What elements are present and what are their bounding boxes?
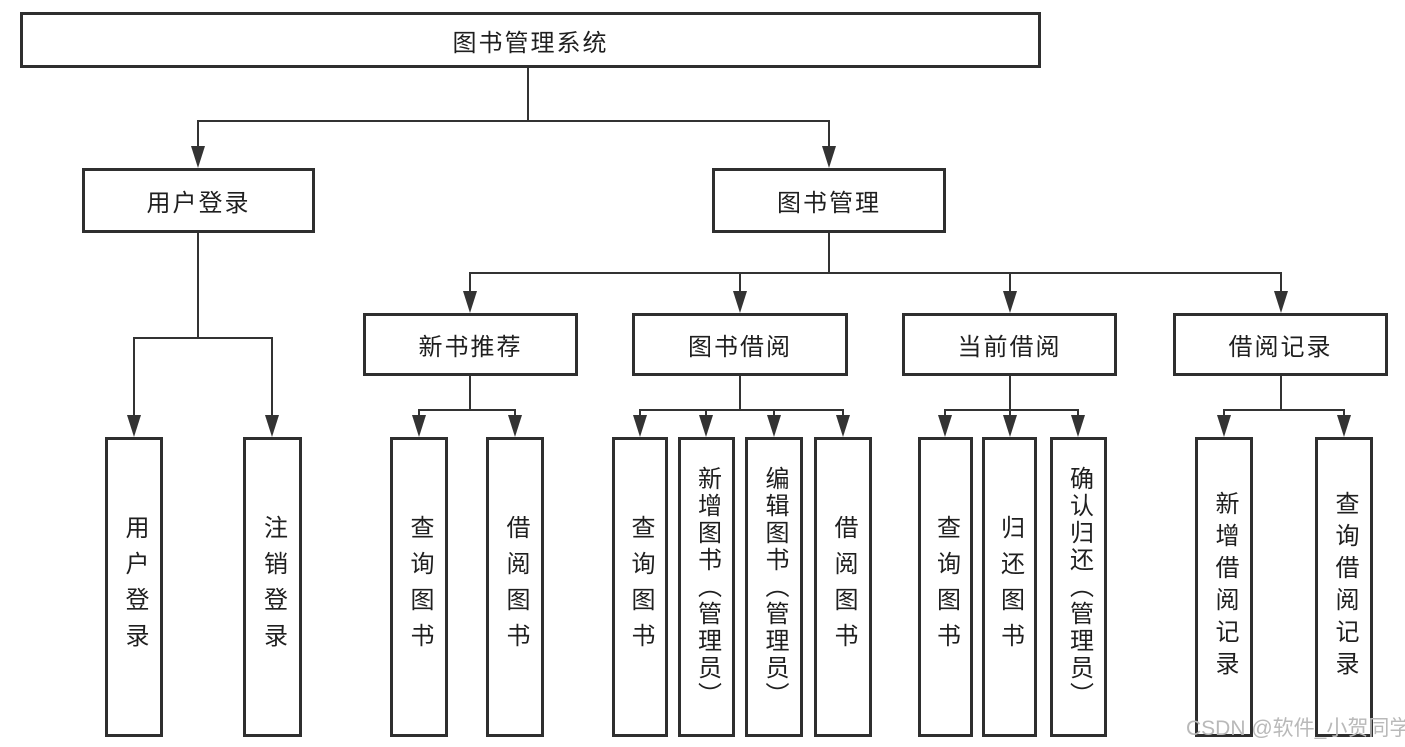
connector-drop-c4	[842, 409, 844, 419]
leaf-query-books-1-label: 查询图书	[406, 515, 433, 659]
connector-drop-leaf-logout	[271, 337, 273, 419]
connector-drop-d2	[1009, 409, 1011, 419]
leaf-query-borrow-record: 查询借阅记录	[1315, 437, 1373, 737]
arrow-down-icon	[733, 291, 747, 313]
arrow-down-icon	[1003, 415, 1017, 437]
node-borrow-records-label: 借阅记录	[1228, 334, 1333, 361]
arrow-down-icon	[463, 291, 477, 313]
connector-drop-current-borrow	[1009, 272, 1011, 295]
connector-drop-new-book-rec	[469, 272, 471, 295]
connector-drop-book-mgmt	[828, 120, 830, 150]
arrow-down-icon	[699, 415, 713, 437]
leaf-query-books-2: 查询图书	[612, 437, 668, 737]
leaf-query-books-3: 查询图书	[918, 437, 973, 737]
leaf-add-borrow-record-label: 新增借阅记录	[1211, 491, 1238, 683]
connector-drop-b2	[514, 409, 516, 419]
leaf-borrow-books-1-label: 借阅图书	[502, 515, 529, 659]
node-user-login-label: 用户登录	[146, 190, 251, 217]
node-new-book-recommend: 新书推荐	[363, 313, 578, 376]
arrow-down-icon	[1217, 415, 1231, 437]
connector-drop-e1	[1223, 409, 1225, 419]
connector-user-login-rail	[133, 337, 273, 339]
connector-borrow-records-stem	[1280, 376, 1282, 411]
node-root-label: 图书管理系统	[452, 29, 609, 57]
connector-drop-book-borrow	[739, 272, 741, 295]
connector-drop-e2	[1343, 409, 1345, 419]
connector-current-borrow-stem	[1009, 376, 1011, 411]
node-new-book-recommend-label: 新书推荐	[418, 334, 523, 361]
leaf-edit-books-admin-label: 编辑图书（管理员）	[761, 465, 788, 709]
leaf-query-books-2-label: 查询图书	[627, 515, 654, 659]
connector-new-book-stem	[469, 376, 471, 411]
leaf-add-books-admin: 新增图书（管理员）	[678, 437, 735, 737]
connector-drop-c3	[773, 409, 775, 419]
leaf-query-books-3-label: 查询图书	[932, 515, 960, 659]
arrow-down-icon	[1274, 291, 1288, 313]
arrow-down-icon	[767, 415, 781, 437]
node-current-borrow-label: 当前借阅	[957, 334, 1062, 361]
node-user-login: 用户登录	[82, 168, 315, 233]
leaf-confirm-return-admin-label: 确认归还（管理员）	[1065, 465, 1093, 709]
arrow-down-icon	[1071, 415, 1085, 437]
node-book-borrow-label: 图书借阅	[688, 334, 792, 361]
connector-drop-c2	[705, 409, 707, 419]
connector-drop-leaf-user-login	[133, 337, 135, 419]
connector-root-stem	[527, 68, 529, 122]
arrow-down-icon	[1337, 415, 1351, 437]
leaf-user-login-label: 用户登录	[121, 515, 148, 659]
arrow-down-icon	[508, 415, 522, 437]
leaf-return-books: 归还图书	[982, 437, 1037, 737]
leaf-logout: 注销登录	[243, 437, 302, 737]
connector-book-borrow-stem	[739, 376, 741, 411]
arrow-down-icon	[938, 415, 952, 437]
connector-level3-rail	[469, 272, 1282, 274]
arrow-down-icon	[265, 415, 279, 437]
connector-user-login-stem	[197, 233, 199, 339]
leaf-return-books-label: 归还图书	[996, 515, 1024, 659]
connector-drop-d3	[1077, 409, 1079, 419]
leaf-borrow-books-1: 借阅图书	[486, 437, 544, 737]
connector-book-borrow-rail	[639, 409, 844, 411]
leaf-add-books-admin-label: 新增图书（管理员）	[693, 465, 721, 709]
leaf-logout-label: 注销登录	[259, 515, 287, 659]
arrow-down-icon	[633, 415, 647, 437]
connector-current-borrow-rail	[944, 409, 1079, 411]
node-book-management: 图书管理	[712, 168, 946, 233]
connector-book-mgmt-stem	[828, 233, 830, 274]
arrow-down-icon	[1003, 291, 1017, 313]
connector-level1-rail	[197, 120, 829, 122]
leaf-edit-books-admin: 编辑图书（管理员）	[745, 437, 803, 737]
arrow-down-icon	[836, 415, 850, 437]
leaf-query-books-1: 查询图书	[390, 437, 448, 737]
leaf-borrow-books-2-label: 借阅图书	[830, 515, 857, 659]
arrow-down-icon	[191, 146, 205, 168]
node-current-borrow: 当前借阅	[902, 313, 1117, 376]
arrow-down-icon	[822, 146, 836, 168]
connector-drop-user-login	[197, 120, 199, 150]
connector-drop-d1	[944, 409, 946, 419]
leaf-query-borrow-record-label: 查询借阅记录	[1331, 491, 1358, 683]
leaf-confirm-return-admin: 确认归还（管理员）	[1050, 437, 1107, 737]
watermark-text: CSDN @软件_小贺同学	[1186, 717, 1405, 740]
connector-drop-c1	[639, 409, 641, 419]
node-root: 图书管理系统	[20, 12, 1041, 68]
connector-borrow-records-rail	[1223, 409, 1345, 411]
node-book-management-label: 图书管理	[777, 190, 881, 217]
leaf-user-login: 用户登录	[105, 437, 163, 737]
node-book-borrow: 图书借阅	[632, 313, 848, 376]
connector-drop-borrow-records	[1280, 272, 1282, 295]
leaf-borrow-books-2: 借阅图书	[814, 437, 872, 737]
arrow-down-icon	[412, 415, 426, 437]
connector-drop-b1	[418, 409, 420, 419]
node-borrow-records: 借阅记录	[1173, 313, 1388, 376]
arrow-down-icon	[127, 415, 141, 437]
leaf-add-borrow-record: 新增借阅记录	[1195, 437, 1253, 737]
connector-new-book-rail	[418, 409, 516, 411]
